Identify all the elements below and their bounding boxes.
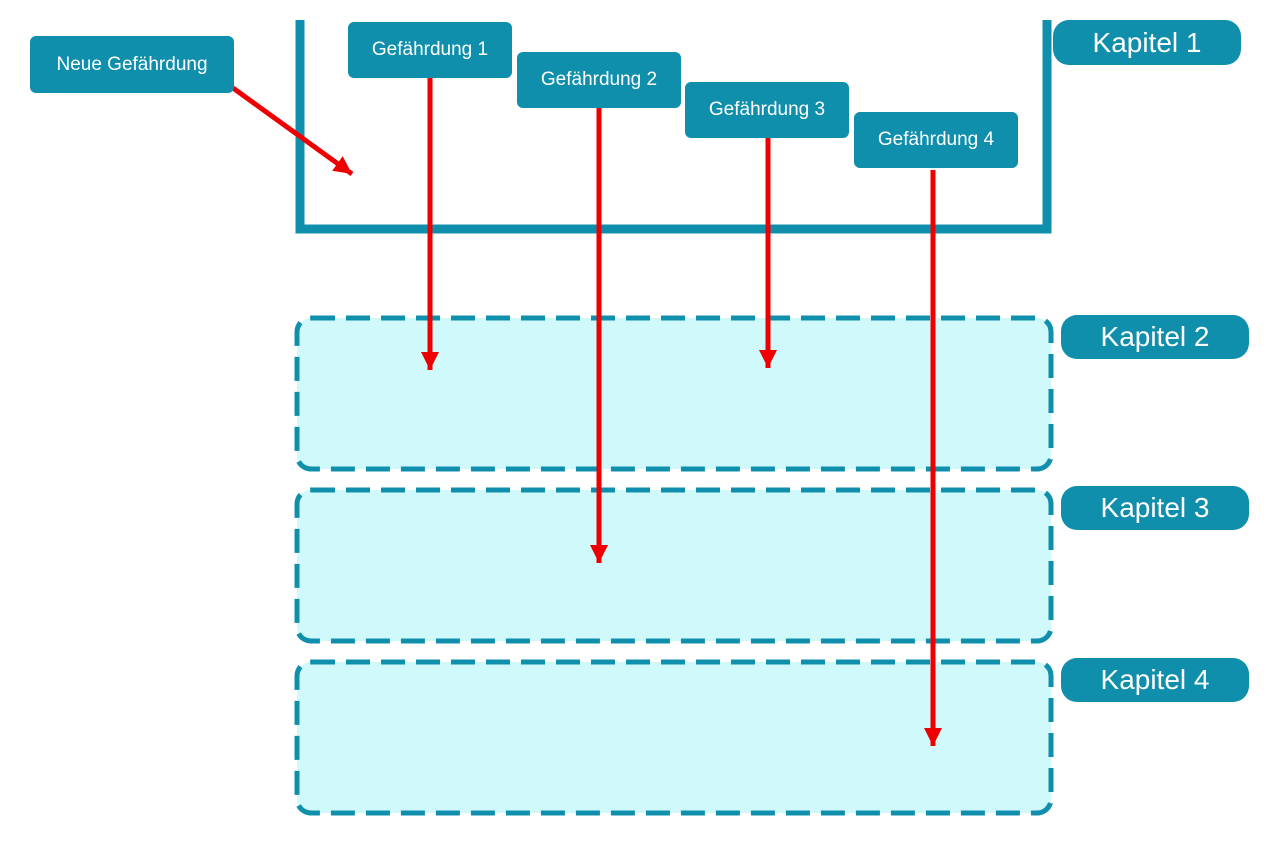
chapter-4-label-box: Kapitel 4	[1061, 658, 1249, 702]
hazard-4-box: Gefährdung 4	[854, 112, 1018, 168]
hazard-2-box: Gefährdung 2	[517, 52, 681, 108]
hazard-3-label: Gefährdung 3	[708, 99, 826, 120]
chapter-3-label-box: Kapitel 3	[1061, 486, 1249, 530]
chapter-1-label-box: Kapitel 1	[1053, 20, 1241, 65]
hazard-1-box: Gefährdung 1	[348, 22, 512, 78]
chapter-2-container	[294, 315, 1054, 472]
new-hazard-box: Neue Gefährdung	[30, 36, 234, 93]
chapter-3-container	[294, 487, 1054, 644]
new-hazard-label: Neue Gefährdung	[56, 53, 208, 75]
chapter-2-label: Kapitel 2	[1100, 321, 1210, 352]
chapter-1-label: Kapitel 1	[1092, 26, 1202, 58]
chapter-2-label-box: Kapitel 2	[1061, 315, 1249, 359]
hazard-3-box: Gefährdung 3	[685, 82, 849, 138]
hazard-4-label: Gefährdung 4	[877, 129, 995, 150]
arrow-new-hazard-to-chapter-1	[231, 85, 354, 177]
hazard-1-label: Gefährdung 1	[371, 39, 489, 60]
chapter-1-container	[295, 20, 1052, 234]
chapter-4-container	[294, 659, 1054, 816]
chapter-3-label: Kapitel 3	[1100, 492, 1210, 523]
chapter-4-label: Kapitel 4	[1100, 664, 1210, 695]
hazard-2-label: Gefährdung 2	[540, 69, 658, 90]
